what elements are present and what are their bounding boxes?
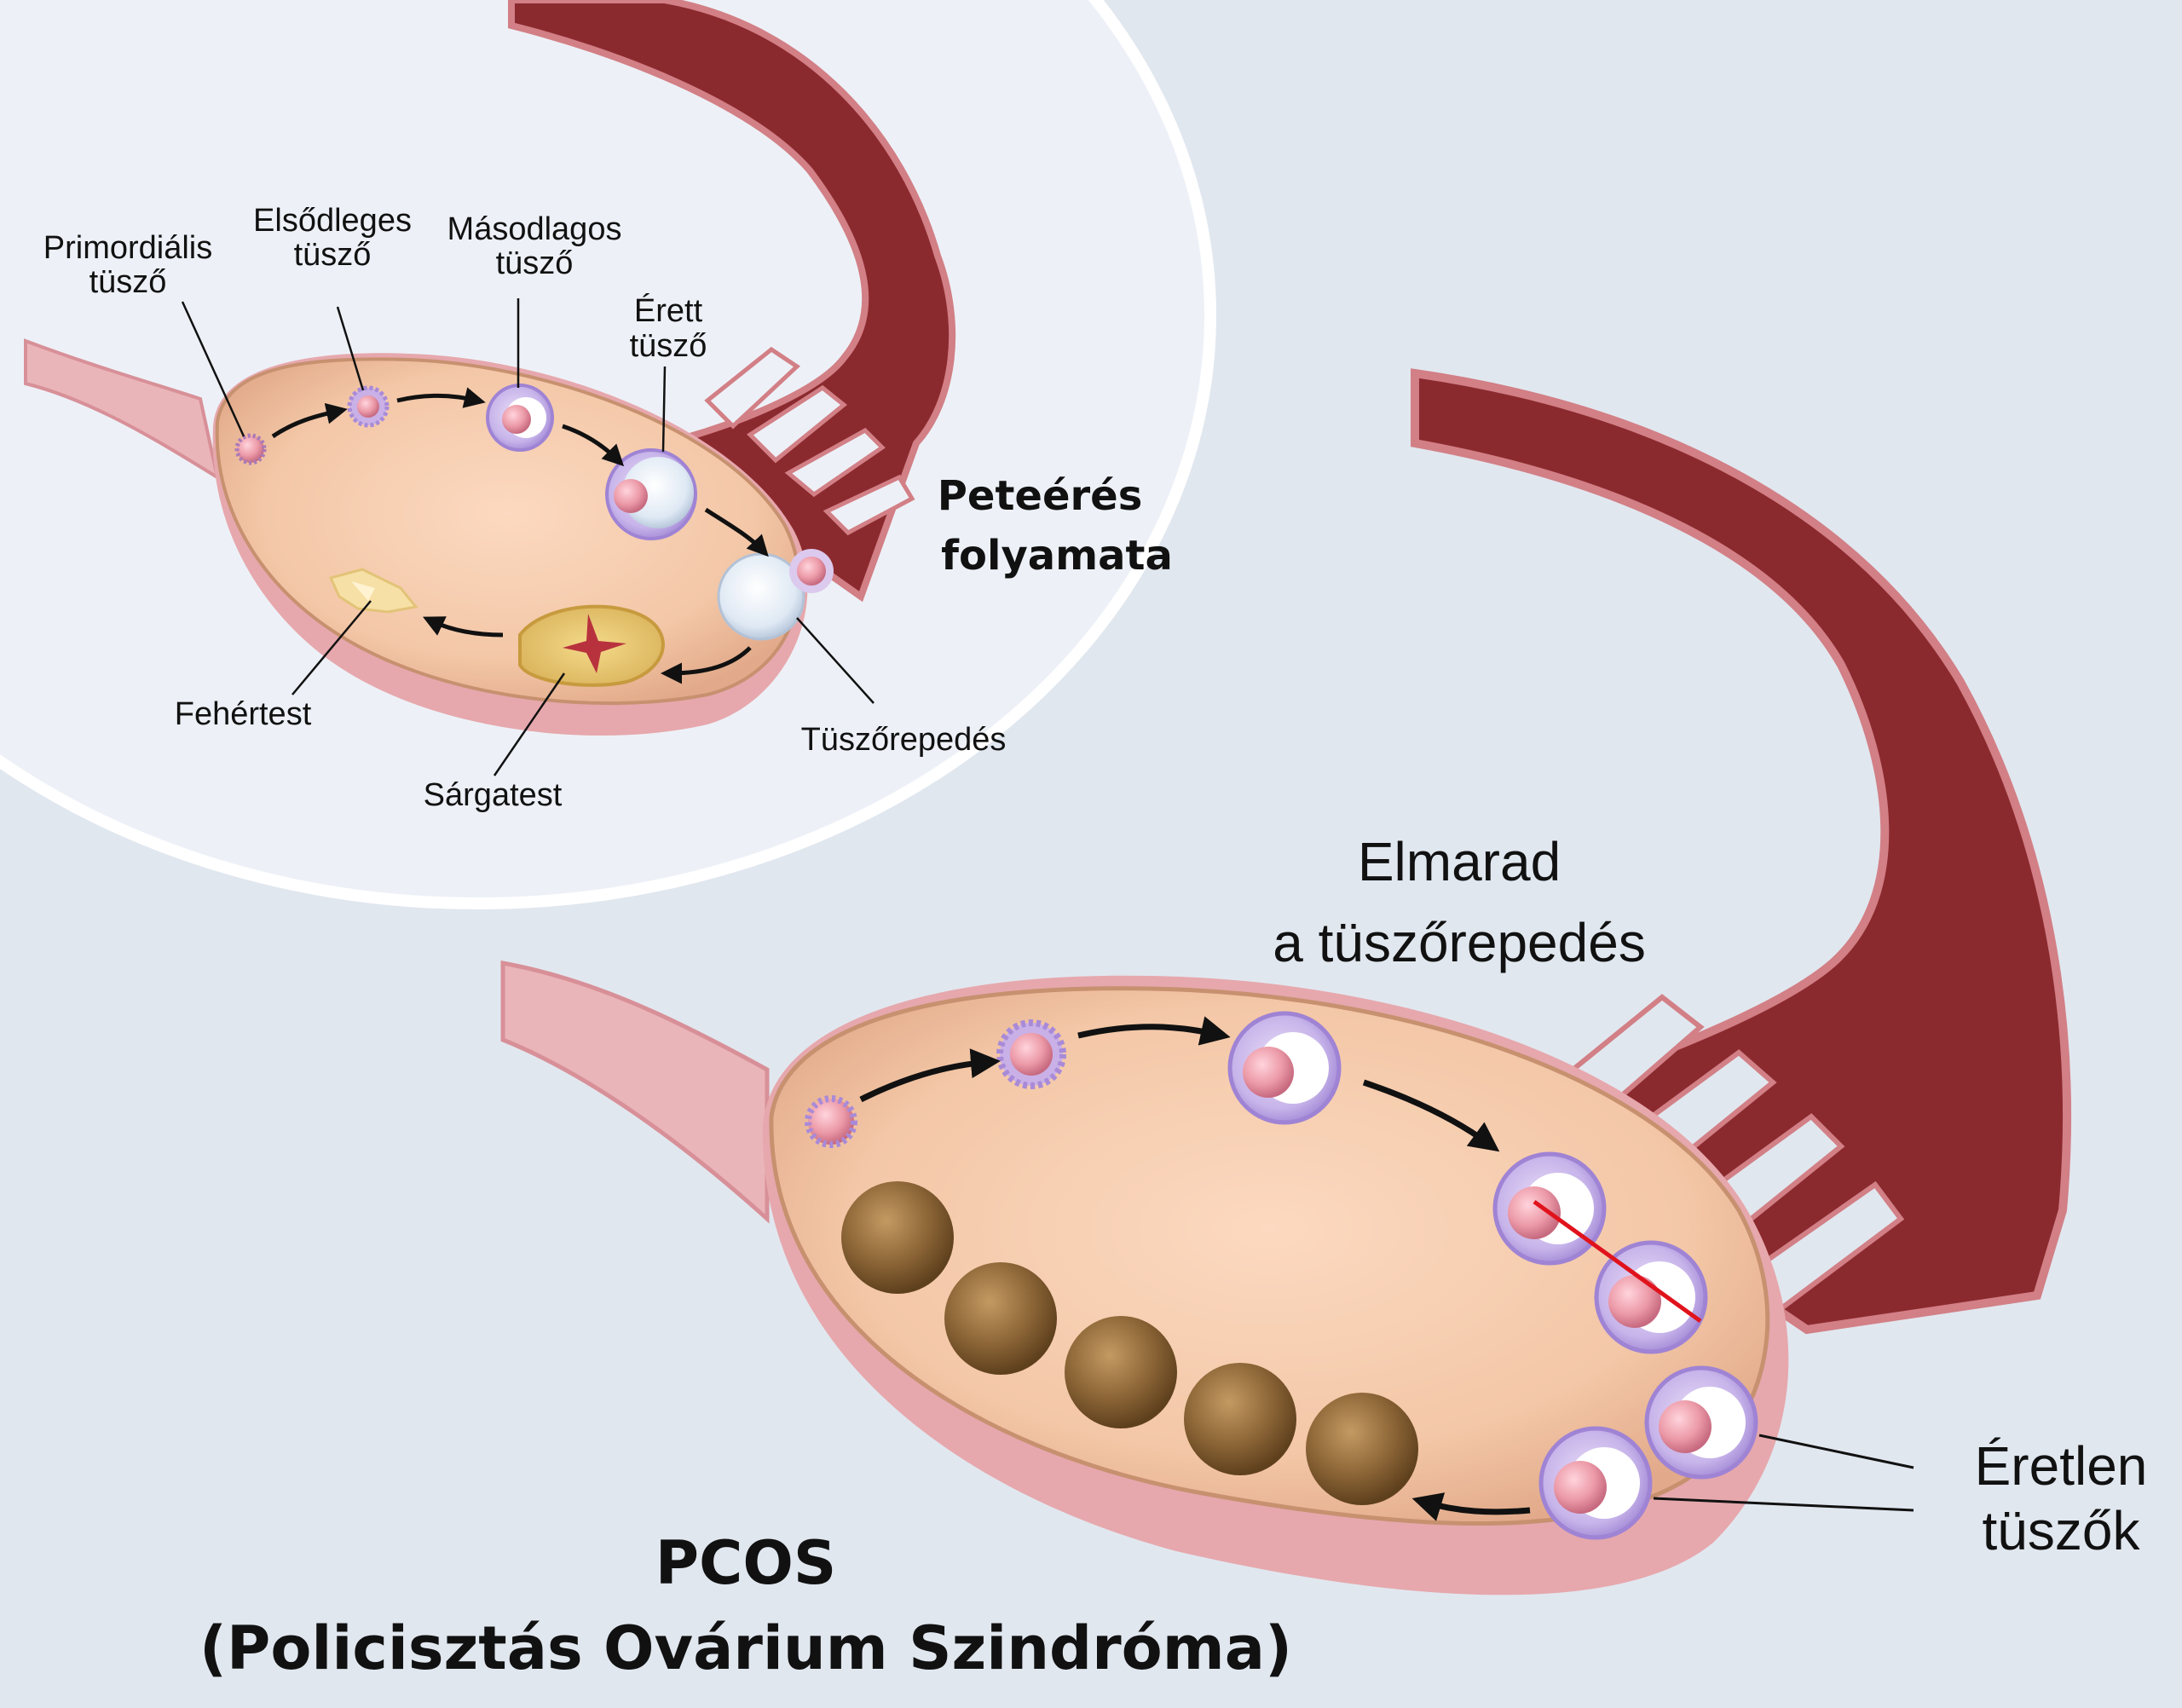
- label-mature-2: tüsző: [630, 328, 707, 364]
- pcos-immature-follicle-3: [1644, 1365, 1758, 1480]
- pcos-immature-follicle-4: [1538, 1426, 1653, 1540]
- pcos-primordial-follicle: [805, 1095, 857, 1148]
- label-primary-1: Elsődleges: [253, 203, 412, 239]
- inset-ruptured-follicle: [717, 549, 834, 641]
- cyst-3: [1065, 1316, 1177, 1428]
- inset-title-line2: folyamata: [941, 532, 1173, 580]
- label-secondary-2: tüsző: [496, 245, 574, 281]
- cyst-4: [1184, 1363, 1296, 1475]
- label-mature-1: Érett: [634, 292, 703, 329]
- pcos-ovary-group: Elmarad a tüszőrepedés Éretlen tüszők PC…: [199, 368, 2148, 1683]
- inset-title-line1: Peteérés: [938, 472, 1143, 520]
- no-ovulation-line1: Elmarad: [1358, 831, 1561, 892]
- label-corpus-luteum: Sárgatest: [424, 777, 563, 813]
- pcos-title: PCOS: [655, 1528, 837, 1598]
- immature-follicles-line2: tüszők: [1983, 1500, 2141, 1561]
- pcos-ligament: [500, 961, 770, 1224]
- inset-leader-lines: [181, 298, 875, 776]
- inset-corpus-albicans: [328, 568, 419, 614]
- pcos-ovary: [769, 986, 1770, 1526]
- pcos-process-arrows: [859, 1016, 1531, 1521]
- label-primordial-1: Primordiális: [43, 230, 212, 266]
- inset-cycle-arrows: [271, 387, 769, 684]
- label-primary-2: tüsző: [294, 237, 372, 273]
- inset-secondary-follicle: [486, 384, 554, 452]
- immature-follicles-line1: Éretlen: [1975, 1435, 2148, 1497]
- cyst-2: [944, 1262, 1057, 1375]
- label-ovulation: Tüszőrepedés: [801, 722, 1007, 758]
- inset-primary-follicle: [347, 385, 390, 428]
- label-corpus-albicans: Fehértest: [175, 696, 312, 732]
- immature-leader-lines: [1653, 1434, 1914, 1512]
- inset-mature-follicle: [605, 448, 697, 540]
- label-secondary-1: Másodlagos: [447, 211, 622, 247]
- blocked-ovulation-line: [1533, 1199, 1702, 1324]
- pcos-immature-follicle-2: [1594, 1240, 1708, 1354]
- no-ovulation-line2: a tüszőrepedés: [1273, 912, 1646, 973]
- inset-corpus-luteum: [518, 604, 665, 687]
- pcos-subtitle: (Policisztás Ovárium Szindróma): [199, 1613, 1292, 1683]
- inset-primordial-follicle: [234, 433, 267, 465]
- ovulation-inset: Primordiális tüsző Elsődleges tüsző Máso…: [0, 0, 1216, 909]
- cyst-5: [1306, 1393, 1418, 1505]
- inset-fimbriae: [704, 346, 915, 536]
- pcos-cysts: [841, 1181, 1418, 1505]
- pcos-primary-follicle: [996, 1019, 1066, 1089]
- cyst-1: [841, 1181, 954, 1294]
- pcos-secondary-follicle: [1227, 1011, 1342, 1125]
- pcos-immature-follicle-1: [1492, 1151, 1607, 1266]
- label-primordial-2: tüsző: [89, 264, 167, 300]
